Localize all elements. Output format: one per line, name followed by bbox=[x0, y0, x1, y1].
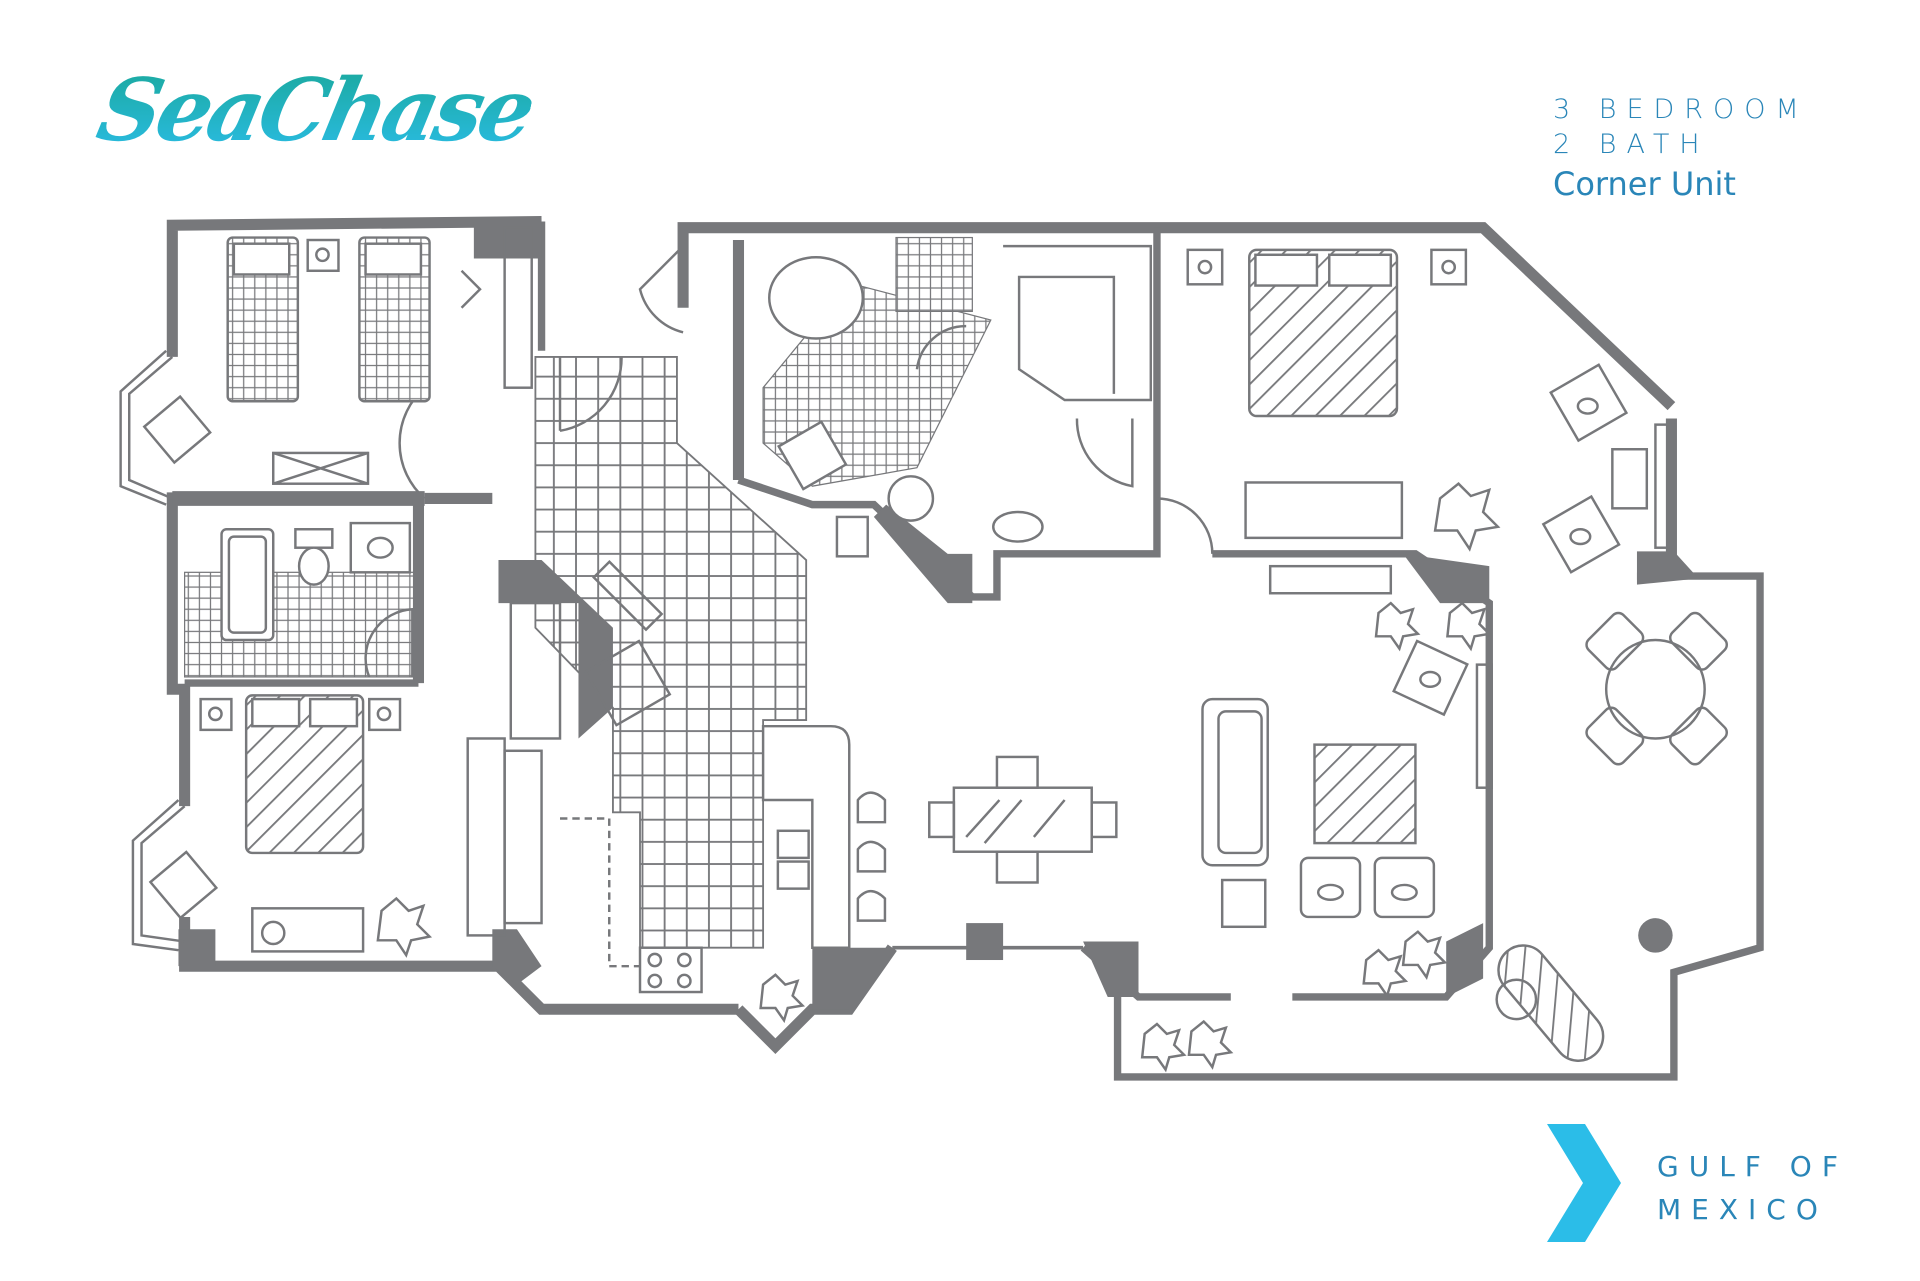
master-bath-fixtures bbox=[768, 244, 1153, 558]
gulf-of-mexico-label: GULF OF MEXICO bbox=[1657, 1150, 1848, 1226]
living-room-furniture bbox=[1201, 564, 1493, 929]
doors bbox=[364, 226, 1214, 937]
walls bbox=[166, 216, 1764, 1081]
bathroom-fixtures bbox=[220, 521, 412, 642]
bedroom-2-bed bbox=[148, 694, 402, 953]
patio-furniture bbox=[376, 601, 1729, 1073]
dining-table bbox=[928, 755, 1118, 884]
chevron-right-icon bbox=[1547, 1124, 1621, 1242]
unit-info: 3 BEDROOM 2 BATH Corner Unit bbox=[1553, 92, 1809, 206]
bath-count: 2 BATH bbox=[1553, 129, 1710, 160]
kitchen-counters bbox=[560, 560, 887, 994]
bedroom-count: 3 BEDROOM bbox=[1553, 94, 1809, 125]
twin-beds bbox=[142, 236, 431, 485]
master-bedroom-furniture bbox=[1186, 248, 1629, 574]
unit-type: Corner Unit bbox=[1553, 165, 1736, 203]
bay-windows bbox=[119, 349, 1677, 952]
